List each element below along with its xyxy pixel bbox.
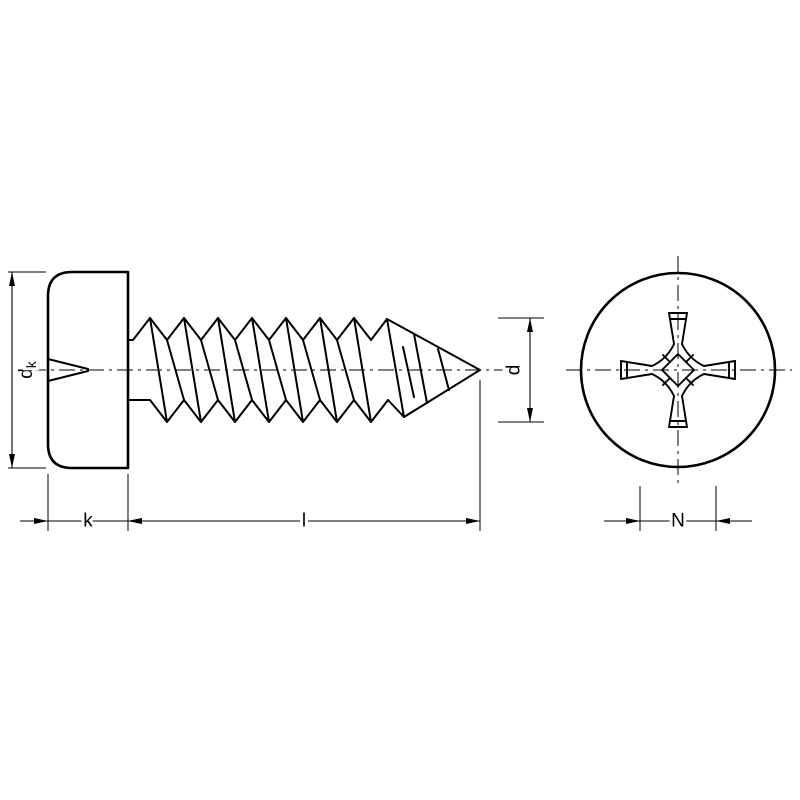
thread-diameter-label: d [504,365,525,376]
thread-flank-lines [149,317,372,423]
recess-center-diamond [661,353,695,387]
recess-side-profile [47,358,89,382]
head-diameter-label: dk [16,360,40,379]
recess-arm-sides [620,312,736,428]
dimension-length: l [128,380,481,535]
recess-arm-inner-caps [626,318,730,422]
thread-root-lines [166,339,355,401]
screw-head-outline [46,270,130,470]
thread-profile-top [127,317,372,341]
thread-diameter-extension-lines [498,317,544,423]
screw-head-front-view [566,256,792,484]
dimension-thread-diameter: d [498,317,544,423]
head-circle-outline [579,271,777,469]
tip-thread-lines [386,318,450,418]
head-diameter-label-subscript: k [23,360,39,368]
screw-side-view [30,270,506,470]
head-diameter-label-main: d [16,368,37,379]
length-label: l [302,511,306,532]
recess-diagonal-ticks [662,354,694,386]
recess-width-label: N [671,511,685,532]
dimension-head-height: k [20,474,156,535]
head-height-label: k [83,511,93,532]
dimension-recess-width: N [604,486,752,535]
recess-arm-end-caps [620,312,736,428]
thread-profile-bottom [127,399,389,423]
